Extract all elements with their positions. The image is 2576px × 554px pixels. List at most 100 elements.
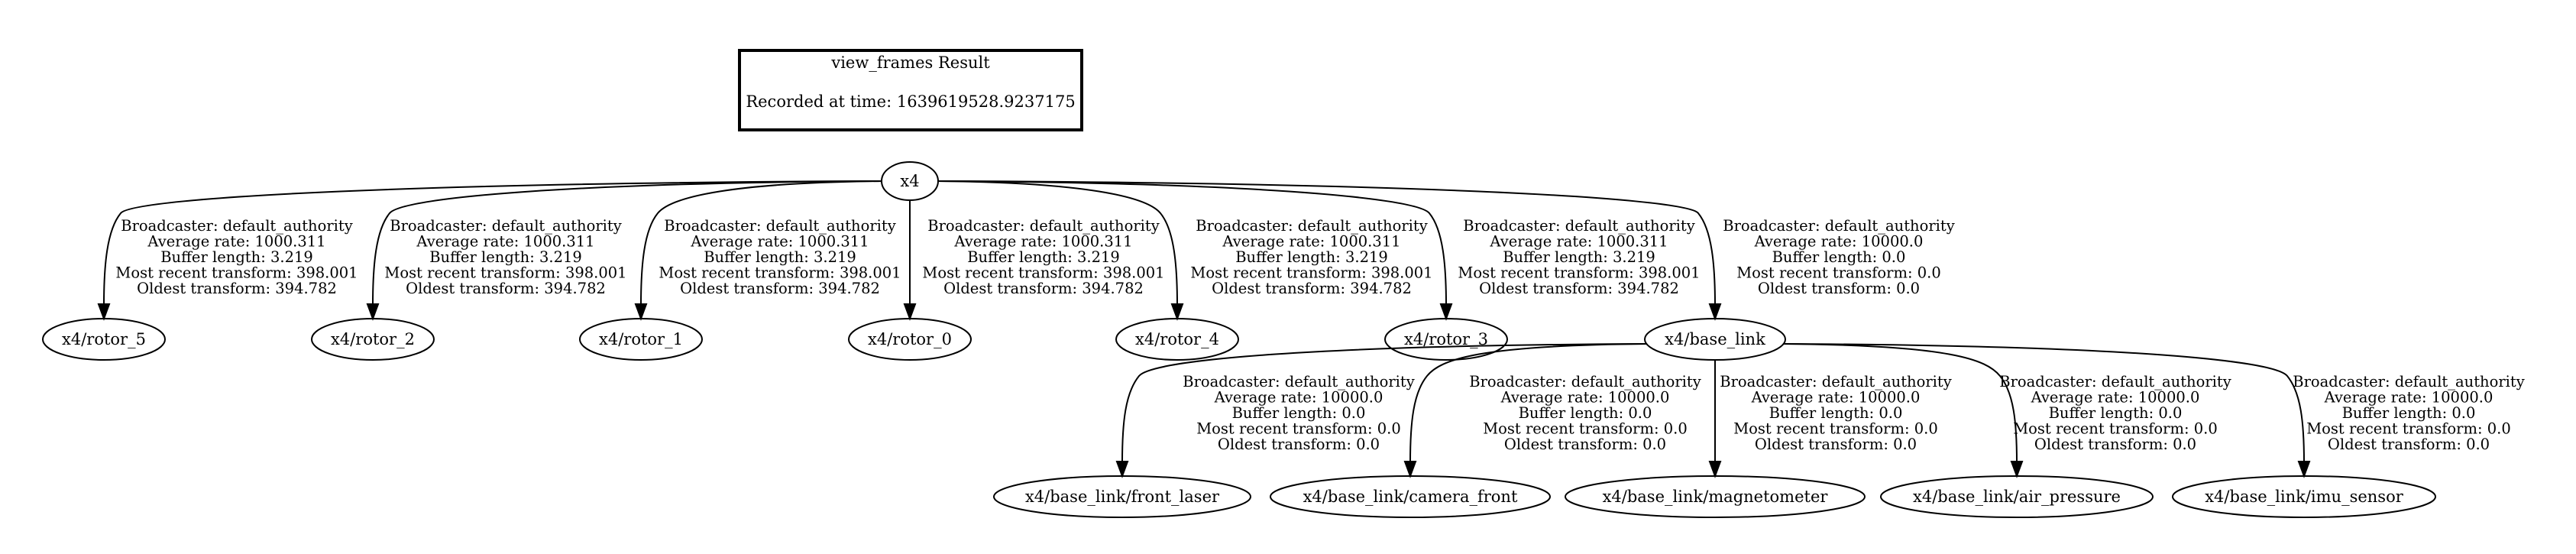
frame-node-rotor-1[interactable]: x4/rotor_1 [579,318,703,361]
frame-node-rotor-3[interactable]: x4/rotor_3 [1384,318,1508,361]
buffer-length-text: Buffer length: 0.0 [1519,404,1652,422]
frame-node-x4[interactable]: x4 [881,161,939,201]
node-label: x4/base_link [1665,330,1765,348]
edge-x4-to-rotor_2 [372,180,882,306]
node-ellipse [1565,475,1866,518]
oldest-transform-text: Oldest transform: 0.0 [2328,436,2490,453]
node-ellipse [579,318,703,361]
most-recent-transform-text: Most recent transform: 0.0 [1733,420,1938,438]
frame-node-camera-front[interactable]: x4/base_link/camera_front [1270,475,1551,518]
edge-base_link-to-front_laser [1121,343,1646,463]
arrowhead-air_pressure [2010,461,2024,478]
broadcaster-text: Broadcaster: default_authority [1463,217,1695,235]
node-label: x4/base_link/imu_sensor [2205,488,2404,506]
frame-node-rotor-4[interactable]: x4/rotor_4 [1115,318,1239,361]
node-ellipse [2172,475,2436,518]
average-rate-text: Average rate: 10000.0 [1214,389,1383,407]
frame-node-rotor-2[interactable]: x4/rotor_2 [311,318,435,361]
arrowhead-front_laser [1115,461,1129,478]
recorded-time: Recorded at time: 1639619528.9237175 [746,92,1075,111]
average-rate-text: Average rate: 1000.311 [147,233,325,251]
node-ellipse [1270,475,1551,518]
most-recent-transform-text: Most recent transform: 398.001 [922,264,1164,282]
broadcaster-text: Broadcaster: default_authority [1723,217,1955,235]
title-block: view_frames Result Recorded at time: 163… [738,49,1083,131]
broadcaster-text: Broadcaster: default_authority [927,217,1160,235]
broadcaster-text: Broadcaster: default_authority [1196,217,1428,235]
node-label: x4/rotor_3 [1404,330,1488,348]
broadcaster-text: Broadcaster: default_authority [1720,373,1952,390]
oldest-transform-text: Oldest transform: 394.782 [406,280,606,297]
node-label: x4/rotor_2 [331,330,415,348]
edge-x4-to-rotor_4 [937,180,1178,306]
arrowhead-rotor_2 [366,303,380,321]
average-rate-text: Average rate: 10000.0 [1754,233,1924,251]
average-rate-text: Average rate: 1000.311 [1489,233,1668,251]
oldest-transform-text: Oldest transform: 394.782 [943,280,1144,297]
buffer-length-text: Buffer length: 0.0 [1769,404,1903,422]
edge-x4-to-rotor_1 [640,180,882,306]
arrowhead-base_link [1708,303,1722,321]
most-recent-transform-text: Most recent transform: 0.0 [2306,420,2511,438]
frame-node-front-laser[interactable]: x4/base_link/front_laser [993,475,1251,518]
edge-base_link-to-imu_sensor [1784,343,2305,463]
broadcaster-text: Broadcaster: default_authority [390,217,622,235]
average-rate-text: Average rate: 1000.311 [1222,233,1400,251]
arrowhead-rotor_1 [634,303,648,321]
node-ellipse [311,318,435,361]
edge-x4-to-base_link [937,180,1716,306]
frame-node-air-pressure[interactable]: x4/base_link/air_pressure [1880,475,2154,518]
broadcaster-text: Broadcaster: default_authority [1469,373,1701,390]
node-ellipse [42,318,166,361]
oldest-transform-text: Oldest transform: 0.0 [1755,436,1917,453]
frame-node-rotor-0[interactable]: x4/rotor_0 [848,318,972,361]
broadcaster-text: Broadcaster: default_authority [2293,373,2525,390]
frame-node-imu-sensor[interactable]: x4/base_link/imu_sensor [2172,475,2436,518]
node-ellipse [1115,318,1239,361]
node-label: x4/rotor_4 [1135,330,1219,348]
arrowhead-rotor_4 [1170,303,1184,321]
node-ellipse [848,318,972,361]
buffer-length-text: Buffer length: 3.219 [1503,248,1655,266]
buffer-length-text: Buffer length: 3.219 [429,248,582,266]
buffer-length-text: Buffer length: 0.0 [1232,404,1366,422]
node-ellipse [1644,318,1786,361]
broadcaster-text: Broadcaster: default_authority [1999,373,2231,390]
oldest-transform-text: Oldest transform: 394.782 [1212,280,1412,297]
frame-node-base-link[interactable]: x4/base_link [1644,318,1786,361]
buffer-length-text: Buffer length: 0.0 [2342,404,2476,422]
edge-base_link-to-air_pressure [1784,343,2018,463]
most-recent-transform-text: Most recent transform: 398.001 [384,264,626,282]
title-text: view_frames Result [830,53,990,72]
frame-node-rotor-5[interactable]: x4/rotor_5 [42,318,166,361]
arrowhead-rotor_3 [1439,303,1453,321]
most-recent-transform-text: Most recent transform: 0.0 [1196,420,1401,438]
most-recent-transform-text: Most recent transform: 398.001 [1458,264,1700,282]
edge-x4-to-rotor_3 [937,180,1447,306]
average-rate-text: Average rate: 1000.311 [953,233,1132,251]
most-recent-transform-text: Most recent transform: 0.0 [1483,420,1688,438]
buffer-length-text: Buffer length: 3.219 [704,248,856,266]
average-rate-text: Average rate: 1000.311 [690,233,869,251]
most-recent-transform-text: Most recent transform: 0.0 [2013,420,2218,438]
nodes-layer: x4 x4/rotor_5 x4/rotor_2 x4/rotor_1 x4/rotor… [42,161,2436,518]
broadcaster-text: Broadcaster: default_authority [1183,373,1415,390]
oldest-transform-text: Oldest transform: 394.782 [680,280,880,297]
broadcaster-text: Broadcaster: default_authority [664,217,896,235]
average-rate-text: Average rate: 10000.0 [2324,389,2493,407]
oldest-transform-text: Oldest transform: 0.0 [1758,280,1920,297]
edge-base_link-to-camera_front [1409,343,1646,463]
oldest-transform-text: Oldest transform: 394.782 [1479,280,1679,297]
arrowhead-imu_sensor [2297,461,2311,478]
frame-node-magnetometer[interactable]: x4/base_link/magnetometer [1565,475,1866,518]
node-label: x4/base_link/magnetometer [1603,488,1829,506]
most-recent-transform-text: Most recent transform: 398.001 [115,264,358,282]
node-label: x4/rotor_1 [599,330,683,348]
